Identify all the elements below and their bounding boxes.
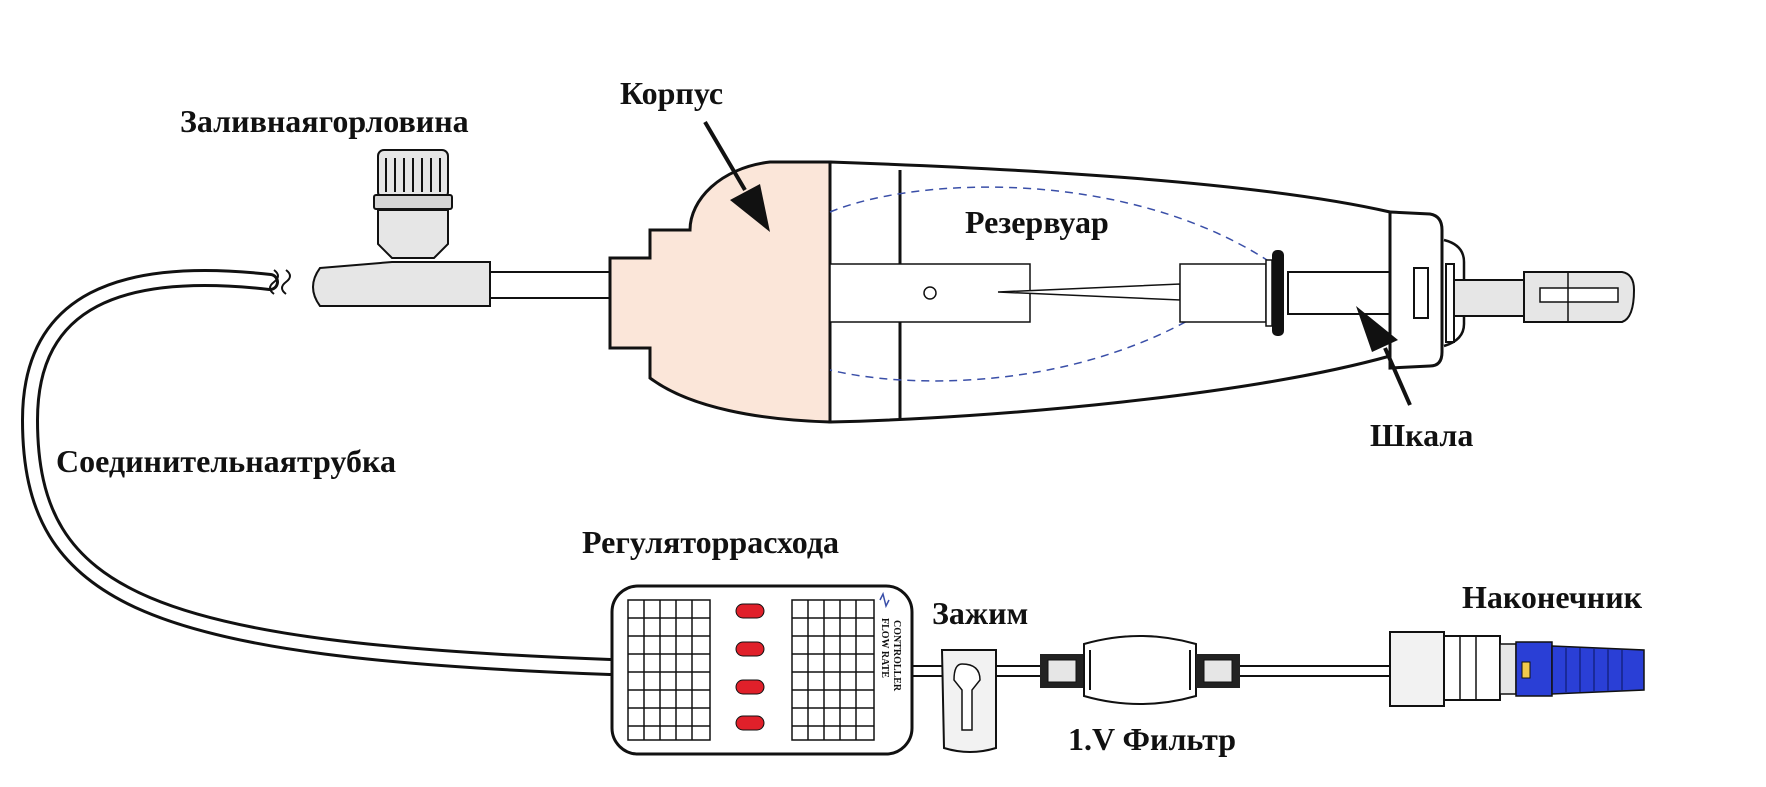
controller-brand-line2: CONTROLLER: [891, 620, 902, 692]
controller-brand-line1: FLOW RATE: [879, 618, 890, 678]
arrow-icon: [703, 120, 770, 232]
tip-connector: [1389, 631, 1645, 707]
flow-regulator: FLOW RATE CONTROLLER: [610, 584, 914, 756]
filler-neck: [312, 149, 611, 307]
label-flow-regulator: Регуляторрасхода: [582, 524, 839, 560]
filter: [1040, 635, 1240, 705]
label-connecting-tube: Соединительнаятрубка: [56, 443, 396, 479]
label-filler-neck: Заливнаягорловина: [180, 103, 469, 139]
label-body: Корпус: [620, 75, 723, 111]
label-reservoir: Резервуар: [965, 204, 1109, 240]
label-clamp: Зажим: [932, 595, 1028, 631]
connecting-tube: [20, 268, 619, 676]
arrow-icon: [1356, 306, 1412, 406]
pump-body: [608, 160, 832, 424]
label-tip: Наконечник: [1462, 579, 1643, 615]
reservoir-housing: [828, 160, 1636, 424]
label-filter: 1.V Фильтр: [1068, 721, 1236, 757]
clamp: [940, 649, 997, 753]
label-scale: Шкала: [1370, 417, 1473, 453]
